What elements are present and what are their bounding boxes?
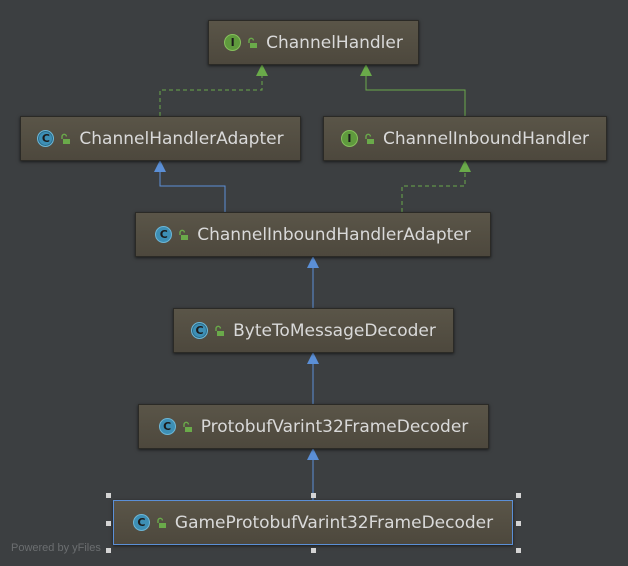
class-node-channel-inbound-handler[interactable]: I ChannelInboundHandler xyxy=(323,116,607,161)
implements-edge[interactable] xyxy=(159,67,263,116)
implements-edge[interactable] xyxy=(401,163,466,212)
inheritance-arrowhead xyxy=(307,448,319,460)
class-name-label: ChannelInboundHandlerAdapter xyxy=(197,224,471,245)
public-access-icon xyxy=(365,133,374,144)
public-access-icon xyxy=(248,37,258,48)
inheritance-arrowhead xyxy=(459,160,471,172)
class-icon: C xyxy=(132,514,150,531)
extends-edge[interactable] xyxy=(365,67,466,116)
interface-icon: I xyxy=(224,34,242,51)
class-icon: C xyxy=(155,226,173,243)
class-node-channel-handler-adapter[interactable]: C ChannelHandlerAdapter xyxy=(20,116,301,161)
class-node-channel-handler[interactable]: I ChannelHandler xyxy=(208,20,419,65)
class-name-label: GameProtobufVarint32FrameDecoder xyxy=(174,512,494,533)
selection-resize-handle[interactable] xyxy=(106,548,111,553)
class-name-label: ByteToMessageDecoder xyxy=(233,320,436,341)
class-node-byte-to-message-decoder[interactable]: C ByteToMessageDecoder xyxy=(173,308,454,353)
yfiles-watermark: Powered by yFiles xyxy=(11,542,101,554)
class-name-label: ProtobufVarint32FrameDecoder xyxy=(200,416,469,437)
inheritance-arrowhead xyxy=(154,160,166,172)
class-icon: C xyxy=(158,418,176,435)
extends-edge[interactable] xyxy=(159,163,226,212)
class-node-protobuf-varint32-frame-decoder[interactable]: C ProtobufVarint32FrameDecoder xyxy=(138,404,489,449)
inheritance-arrowhead xyxy=(307,352,319,364)
selection-resize-handle[interactable] xyxy=(106,493,111,498)
abstract-class-icon: C xyxy=(191,322,209,339)
class-name-label: ChannelInboundHandler xyxy=(382,128,590,149)
inheritance-arrowhead xyxy=(307,256,319,268)
class-name-label: ChannelHandler xyxy=(266,32,403,53)
public-access-icon xyxy=(157,517,166,528)
inheritance-arrowhead xyxy=(360,64,372,76)
abstract-class-icon: C xyxy=(37,130,55,147)
public-access-icon xyxy=(182,421,192,432)
selection-resize-handle[interactable] xyxy=(516,493,521,498)
class-name-label: ChannelHandlerAdapter xyxy=(79,128,284,149)
inheritance-arrowhead xyxy=(256,64,268,76)
selection-resize-handle[interactable] xyxy=(516,548,521,553)
selection-resize-handle[interactable] xyxy=(106,520,111,526)
public-access-icon xyxy=(215,325,225,336)
selection-resize-handle[interactable] xyxy=(311,493,316,498)
interface-icon: I xyxy=(340,130,358,147)
public-access-icon xyxy=(179,229,189,240)
class-node-game-protobuf-varint32-frame-decoder[interactable]: C GameProtobufVarint32FrameDecoder xyxy=(113,500,513,545)
selection-resize-handle[interactable] xyxy=(311,548,316,553)
public-access-icon xyxy=(61,133,71,144)
class-node-channel-inbound-handler-adapter[interactable]: C ChannelInboundHandlerAdapter xyxy=(135,212,491,257)
selection-resize-handle[interactable] xyxy=(516,520,521,526)
